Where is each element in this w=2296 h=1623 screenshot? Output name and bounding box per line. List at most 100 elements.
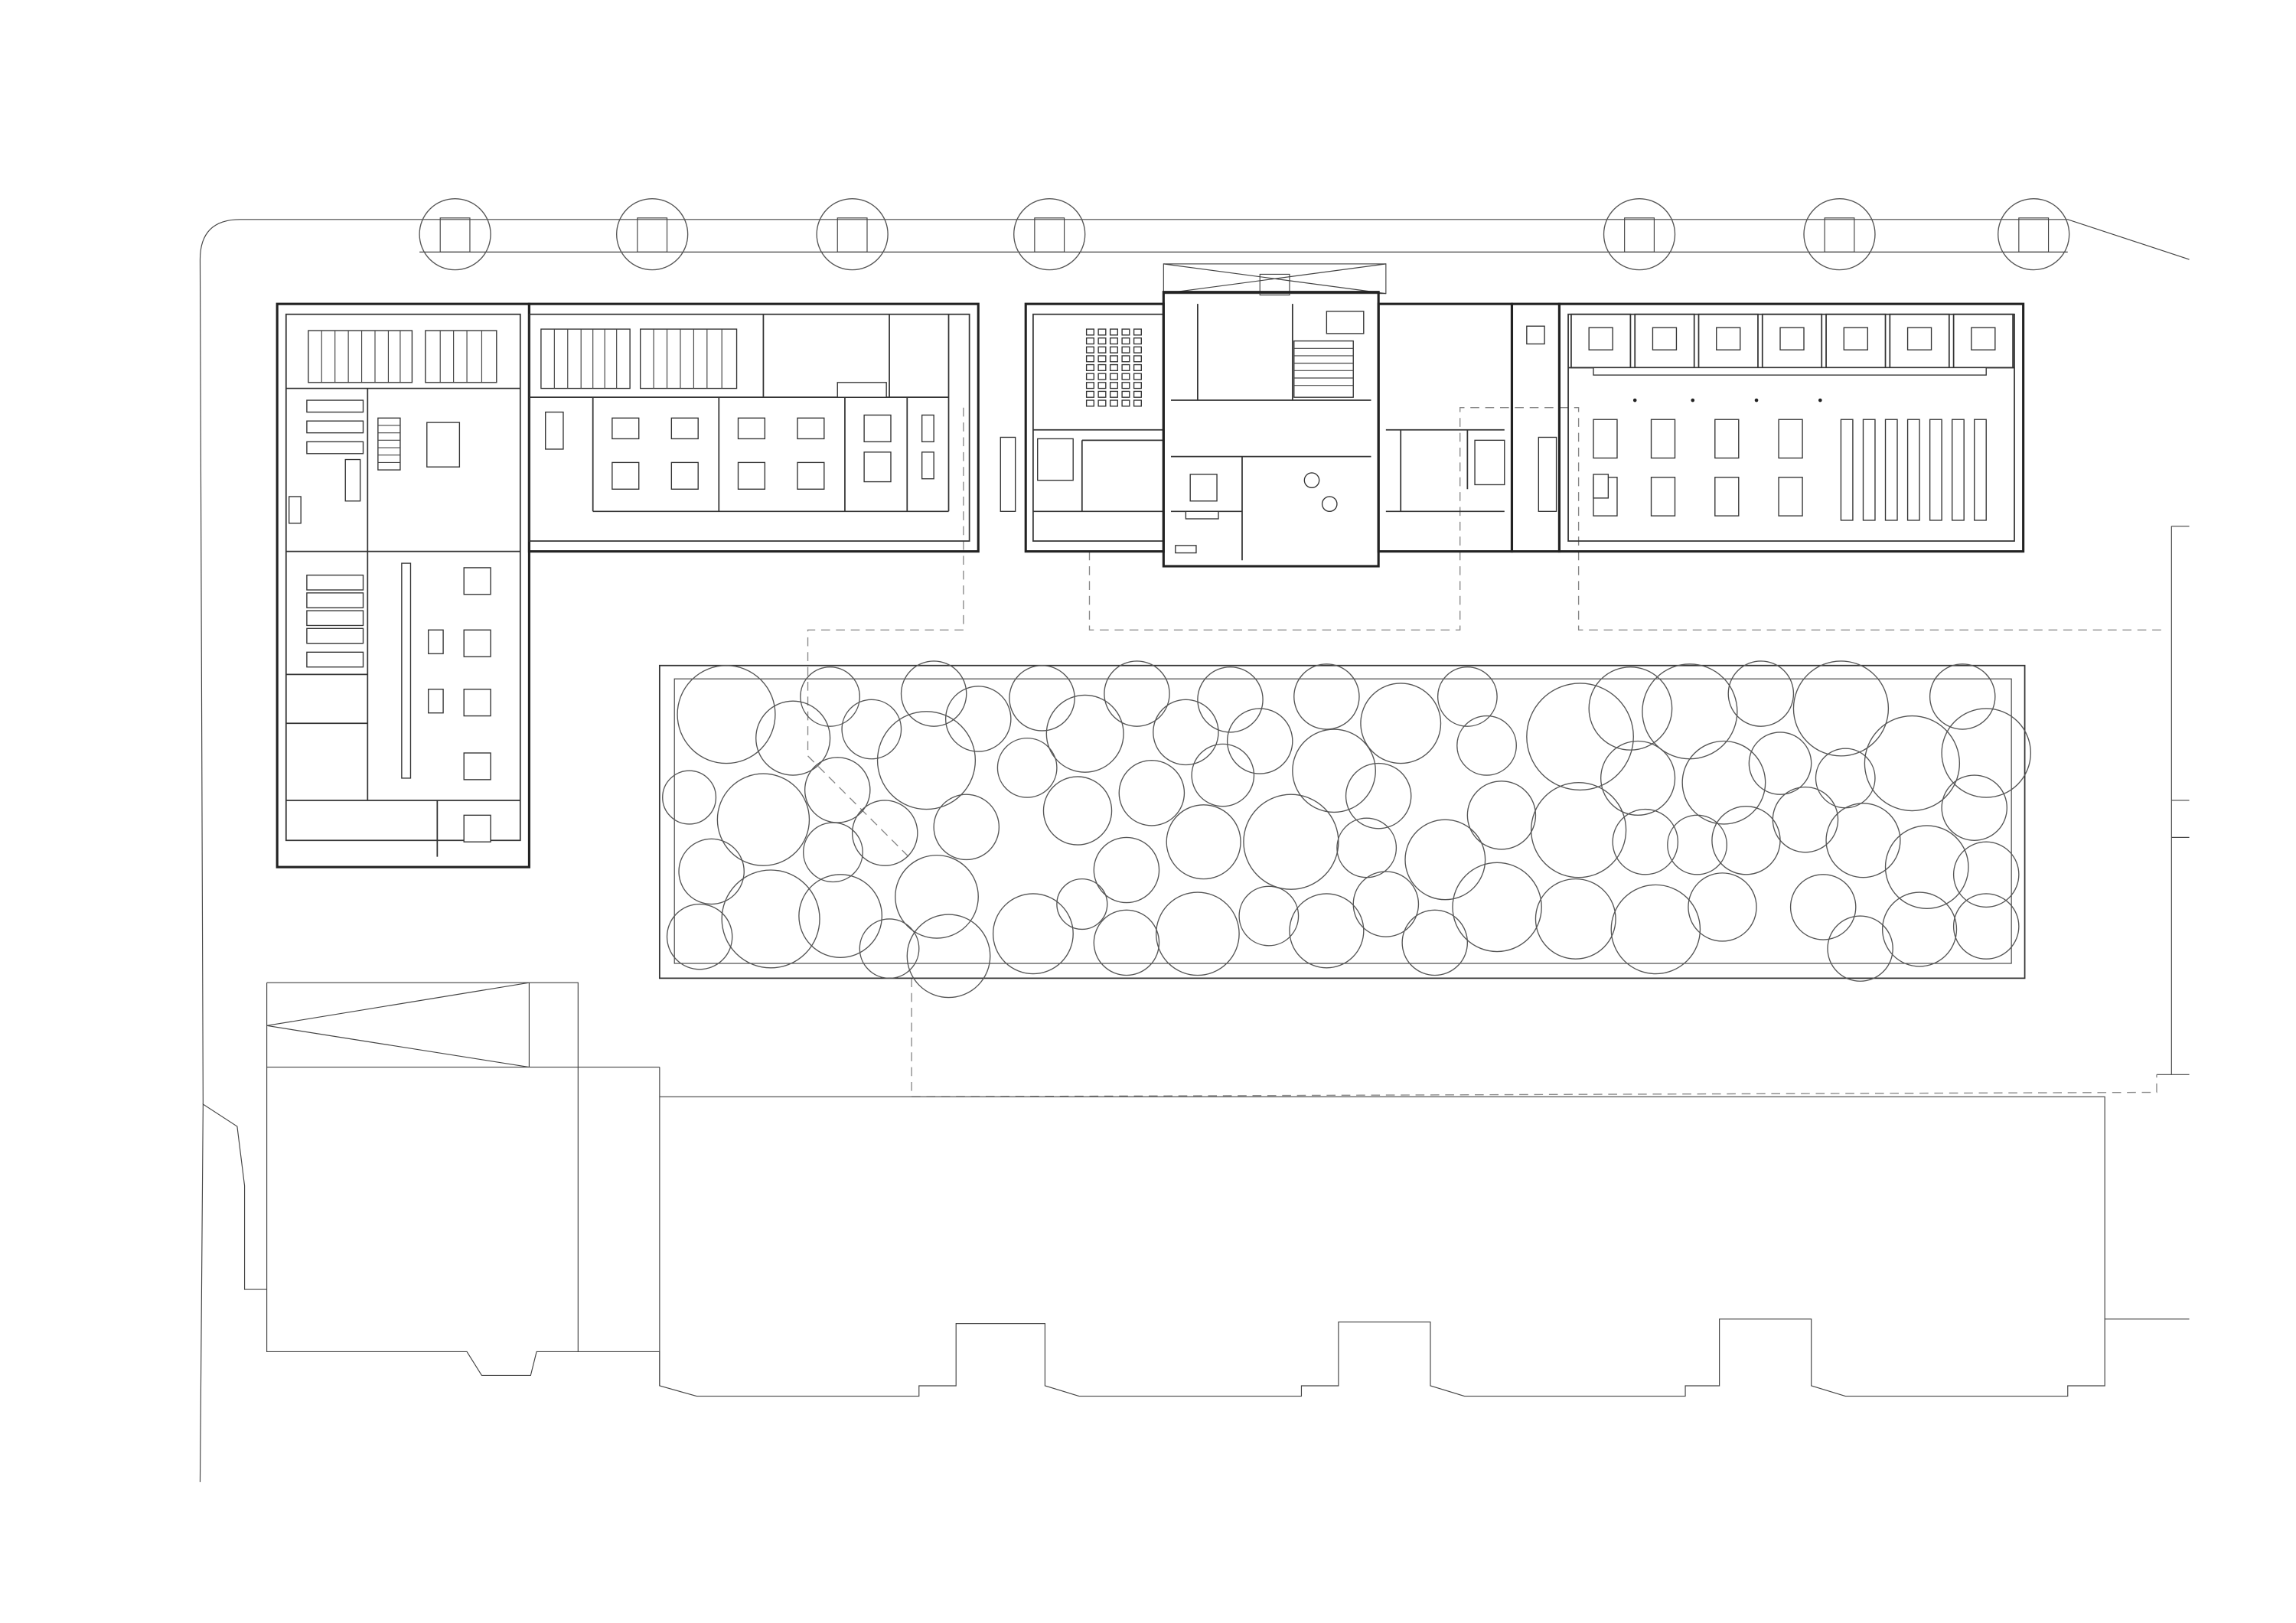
lecture-block — [1000, 302, 1165, 553]
courtyard-tree — [1093, 909, 1160, 976]
seat — [1097, 337, 1107, 345]
courtyard-tree — [1042, 776, 1113, 846]
courtyard-tree — [1772, 786, 1839, 853]
courtyard-tree — [1667, 814, 1727, 875]
courtyard-tree — [1526, 683, 1634, 791]
courtyard-tree — [1153, 699, 1219, 766]
desk — [1588, 327, 1613, 350]
tree-pit — [637, 217, 668, 253]
courtyard-tree — [1456, 715, 1517, 776]
courtyard-tree — [859, 918, 920, 979]
seat — [1097, 346, 1107, 354]
seat — [1085, 355, 1094, 363]
courtyard-tree — [876, 711, 977, 810]
tree-pit — [439, 217, 471, 253]
seat — [1121, 390, 1130, 398]
bookshelf — [1840, 419, 1854, 521]
street-trees — [419, 197, 2070, 271]
column — [1691, 398, 1695, 402]
seat — [1085, 390, 1094, 398]
courtyard-tree — [678, 838, 745, 905]
seat — [1133, 382, 1142, 389]
street-tree — [1998, 197, 2070, 271]
seat — [1097, 373, 1107, 380]
seat — [1121, 337, 1130, 345]
seat — [1121, 328, 1130, 336]
seat — [1133, 355, 1142, 363]
courtyard-tree — [666, 903, 733, 970]
courtyard-tree — [1789, 874, 1857, 940]
seat — [1109, 328, 1118, 336]
dashed-lines — [807, 407, 2167, 1098]
courtyard-tree — [1197, 666, 1264, 733]
seat — [1133, 328, 1142, 336]
desk — [1593, 419, 1618, 459]
desk — [1843, 327, 1868, 350]
courtyard-tree — [992, 893, 1074, 975]
desk — [1650, 477, 1676, 517]
courtyard-tree — [1466, 781, 1537, 850]
street-tree — [1803, 197, 1876, 271]
middle-wing — [527, 302, 980, 553]
tree-pit — [1624, 217, 1655, 253]
bookshelf — [1862, 419, 1876, 521]
courtyard-tree — [1056, 878, 1108, 930]
courtyard-tree — [1952, 841, 2020, 908]
seat — [1133, 337, 1142, 345]
street-tree — [1603, 197, 1676, 271]
seat — [1133, 399, 1142, 407]
seat — [1085, 346, 1094, 354]
seat — [1085, 399, 1094, 407]
bookshelf — [1929, 419, 1942, 521]
desk — [1652, 327, 1678, 350]
courtyard-tree — [1530, 782, 1627, 878]
street-tree — [419, 197, 491, 271]
seat — [1133, 346, 1142, 354]
central-block — [1162, 291, 1380, 568]
desk — [1906, 327, 1932, 350]
tree-pit — [1034, 217, 1065, 253]
courtyard-tree — [1155, 891, 1240, 976]
courtyard-tree — [1226, 708, 1293, 774]
courtyard-tree — [800, 666, 860, 727]
seat — [1121, 363, 1130, 371]
courtyard-tree — [803, 822, 863, 883]
desk — [1778, 419, 1803, 459]
courtyard-tree — [1864, 715, 1961, 812]
column — [1818, 398, 1822, 402]
seat — [1097, 355, 1107, 363]
seat — [1109, 346, 1118, 354]
neighbouring-buildings — [266, 982, 2190, 1397]
seat — [1109, 363, 1118, 371]
desk — [1971, 327, 1996, 350]
column — [1754, 398, 1759, 402]
courtyard-tree — [1045, 694, 1124, 773]
seat — [1085, 363, 1094, 371]
courtyard-tree — [996, 737, 1058, 798]
seat — [1109, 399, 1118, 407]
courtyard — [658, 660, 2032, 999]
seat — [1121, 382, 1130, 389]
seat — [1085, 373, 1094, 380]
courtyard-tree — [906, 914, 991, 999]
courtyard-tree — [1588, 666, 1673, 751]
seat — [1097, 390, 1107, 398]
courtyard-tree — [1941, 708, 2032, 798]
courtyard-tree — [1612, 808, 1679, 875]
column — [1632, 398, 1637, 402]
desk — [1714, 419, 1740, 459]
seat — [1085, 382, 1094, 389]
seat — [1109, 337, 1118, 345]
courtyard-tree — [1884, 825, 1969, 910]
seat — [1085, 337, 1094, 345]
courtyard-tree — [1345, 762, 1412, 829]
courtyard-tree — [1881, 891, 1958, 967]
courtyard-tree — [1401, 909, 1469, 976]
seat — [1121, 346, 1130, 354]
courtyard-tree — [1688, 872, 1757, 942]
site-boundary — [199, 219, 2190, 1482]
courtyard-tree — [1792, 660, 1890, 757]
courtyard-tree — [1952, 893, 2020, 960]
courtyard-tree — [944, 686, 1012, 752]
